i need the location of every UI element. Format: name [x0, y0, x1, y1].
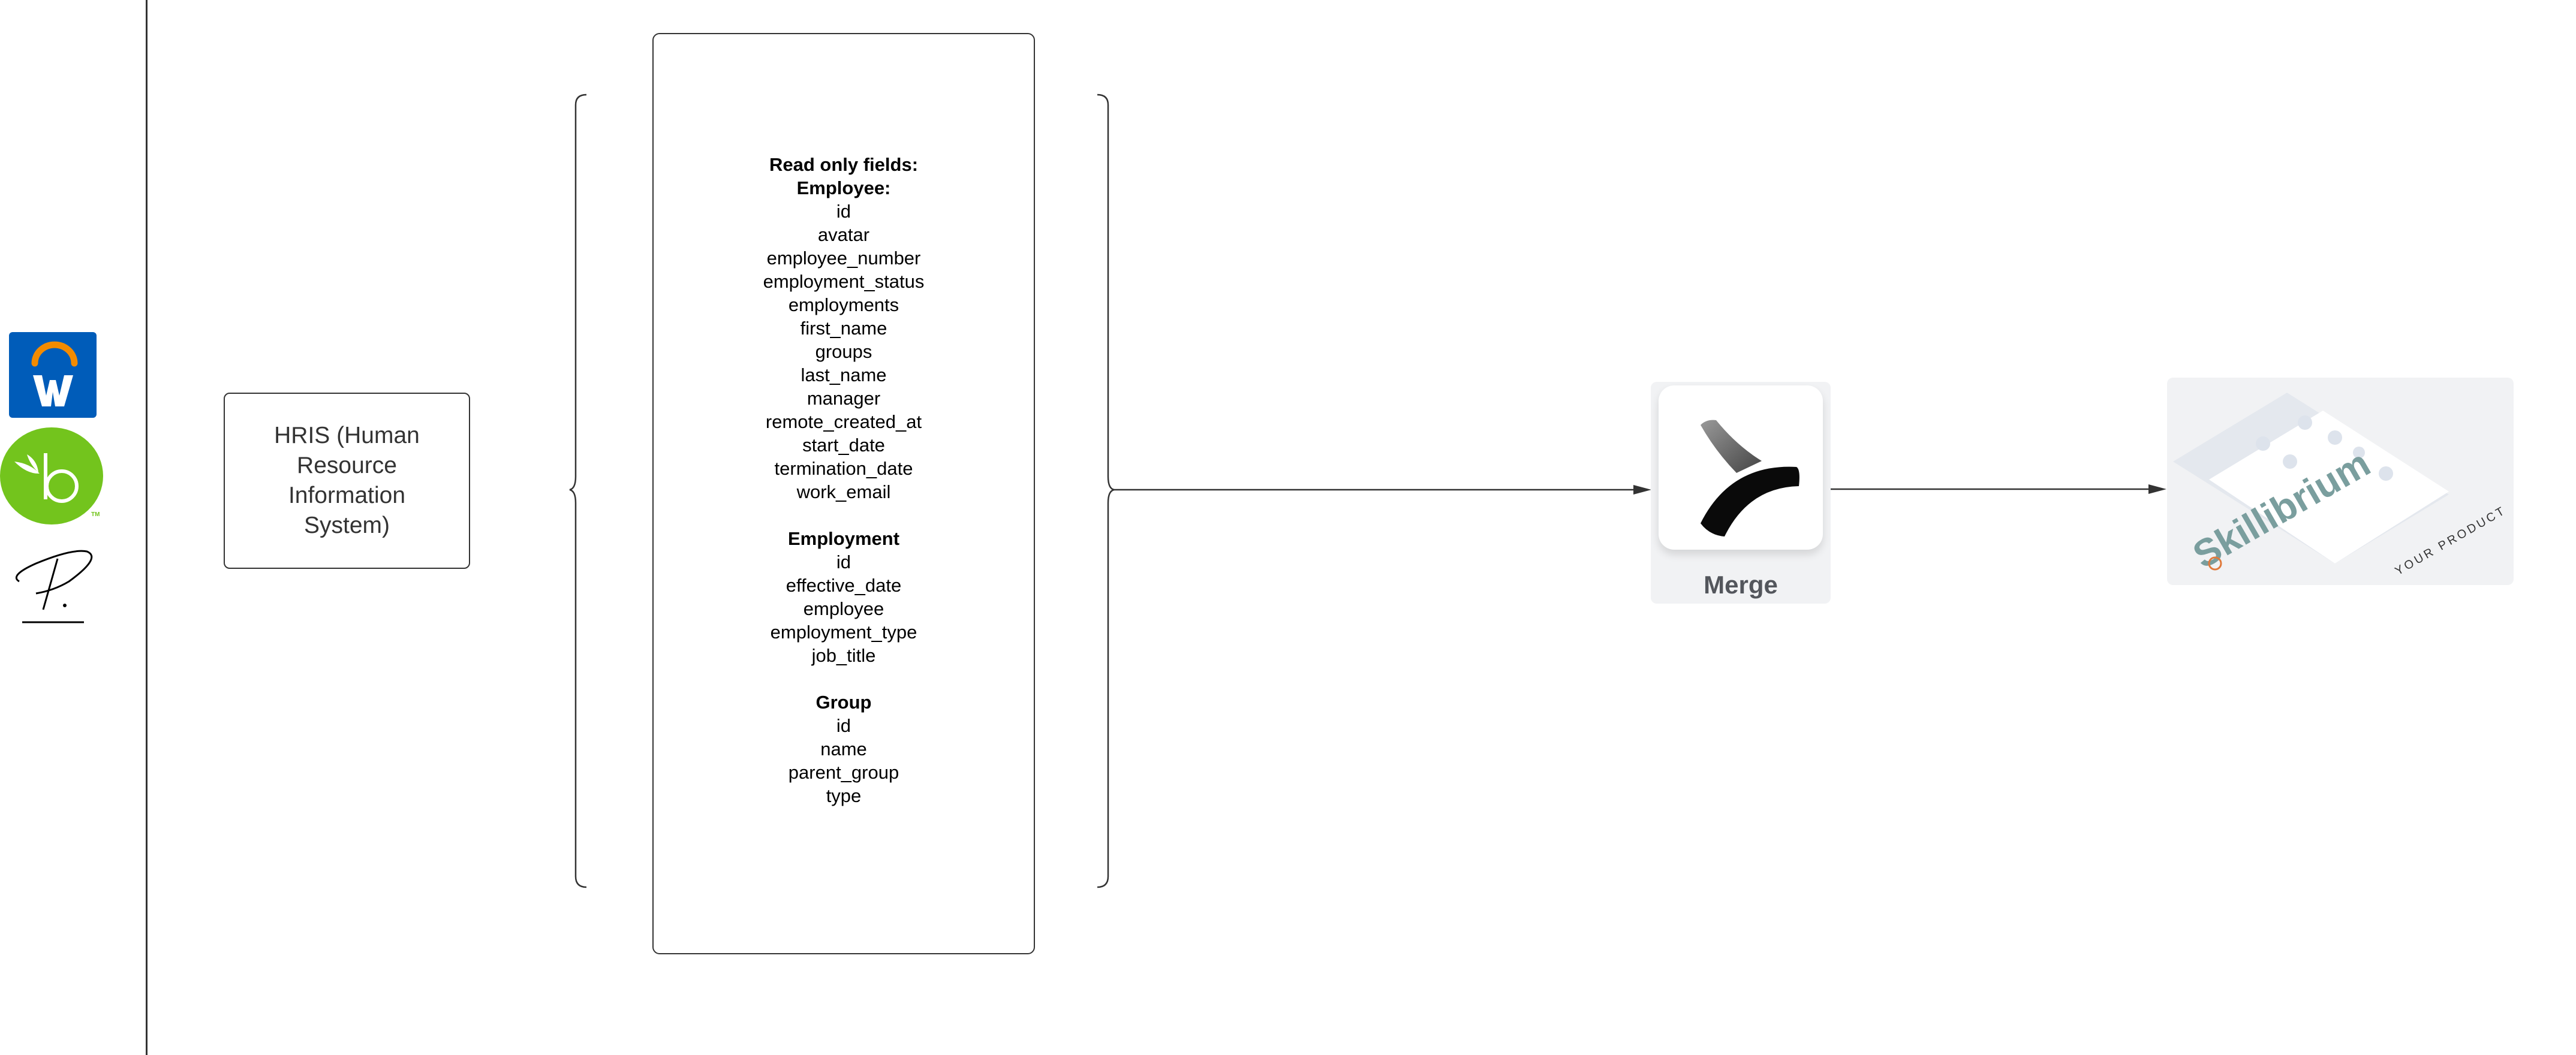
merge-tile: Merge — [1651, 382, 1831, 604]
merge-logo-icon — [1659, 385, 1823, 550]
field-item: effective_date — [786, 575, 902, 596]
arrow-to-merge — [1114, 485, 1651, 495]
field-item: employment_type — [770, 622, 917, 643]
field-item: avatar — [817, 224, 870, 245]
read-only-fields-box — [652, 33, 1035, 954]
signature-logo — [12, 545, 96, 626]
field-item: id — [836, 201, 851, 222]
hris-label: HRIS (Human Resource Information System) — [274, 423, 420, 538]
field-item: first_name — [800, 318, 887, 339]
fields-title: Read only fields: — [769, 154, 919, 175]
field-item: id — [836, 551, 851, 572]
section-heading: Employment — [787, 528, 900, 549]
field-item: id — [836, 715, 851, 736]
field-item: employments — [788, 294, 899, 315]
arrow-to-product — [1831, 484, 2166, 494]
field-item: employee_number — [766, 248, 921, 269]
field-item: remote_created_at — [765, 411, 922, 432]
field-item: job_title — [811, 645, 876, 666]
bamboohr-logo: TM — [0, 427, 104, 525]
section-heading: Employee: — [796, 177, 891, 198]
field-item: work_email — [796, 481, 891, 502]
field-item: type — [826, 785, 862, 806]
field-item: employment_status — [763, 271, 925, 292]
field-item: termination_date — [774, 458, 913, 479]
section-heading: Group — [815, 692, 872, 713]
field-item: manager — [806, 388, 881, 409]
workday-logo — [9, 332, 97, 418]
left-brace — [569, 94, 587, 888]
field-item: start_date — [802, 435, 885, 456]
field-item: groups — [815, 341, 872, 362]
vertical-divider — [146, 0, 148, 1055]
field-item: name — [820, 739, 867, 759]
your-product-image: Skillibrium YOUR PRODUCT — [2167, 378, 2514, 585]
hris-box: HRIS (Human Resource Information System) — [224, 393, 470, 569]
field-item: employee — [803, 598, 884, 619]
svg-text:TM: TM — [91, 511, 100, 518]
merge-label: Merge — [1704, 571, 1778, 599]
field-item: last_name — [801, 364, 887, 385]
field-item: parent_group — [788, 762, 899, 783]
